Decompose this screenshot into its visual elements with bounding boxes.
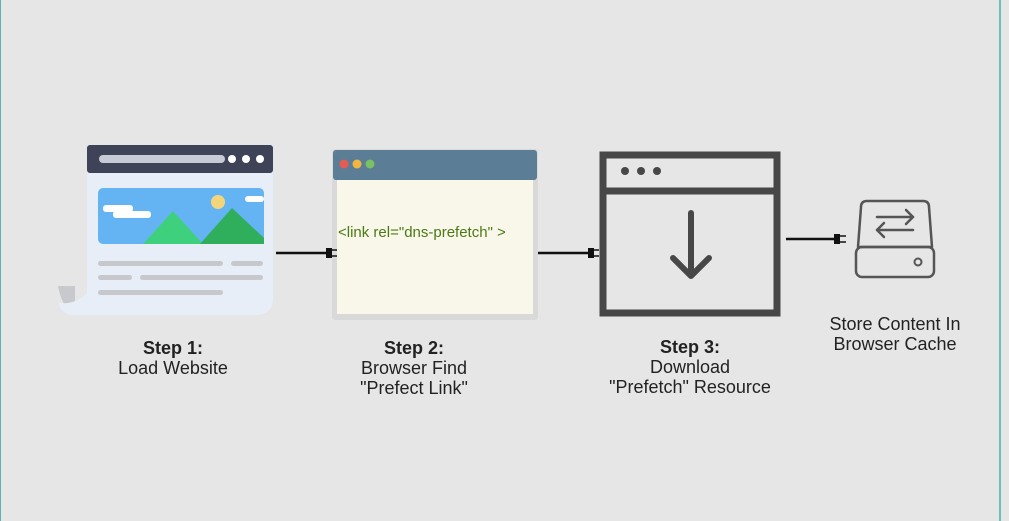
step-3-title: Step 3: <box>659 337 720 357</box>
step-1-label: Load Website <box>118 358 228 378</box>
connector-arrow-1 <box>276 248 337 258</box>
step-4-caption: Store Content In Browser Cache <box>795 314 995 354</box>
storage-drive-icon <box>854 199 936 279</box>
code-snippet: <link rel="dns-prefetch" > <box>338 224 506 241</box>
step-1-caption: Step 1: Load Website <box>73 338 273 378</box>
browser-window-icon <box>332 149 538 320</box>
website-page-icon <box>58 145 273 315</box>
connector-arrow-2 <box>538 248 599 258</box>
download-window-icon <box>599 151 781 317</box>
step-2-label-line-2: "Prefect Link" <box>360 378 468 398</box>
step-2-caption: Step 2: Browser Find "Prefect Link" <box>314 338 514 398</box>
step-3-label-line-1: Download <box>649 357 731 377</box>
step-3-caption: Step 3: Download "Prefetch" Resource <box>590 337 790 397</box>
step-2-label-line-1: Browser Find <box>360 358 468 378</box>
step-3-label-line-2: "Prefetch" Resource <box>609 377 771 397</box>
step-4-label-line-1: Store Content In <box>829 314 961 334</box>
step-4-label-line-2: Browser Cache <box>833 334 957 354</box>
step-1-title: Step 1: <box>142 338 203 358</box>
connector-arrow-3 <box>786 234 846 244</box>
step-2-title: Step 2: <box>383 338 444 358</box>
